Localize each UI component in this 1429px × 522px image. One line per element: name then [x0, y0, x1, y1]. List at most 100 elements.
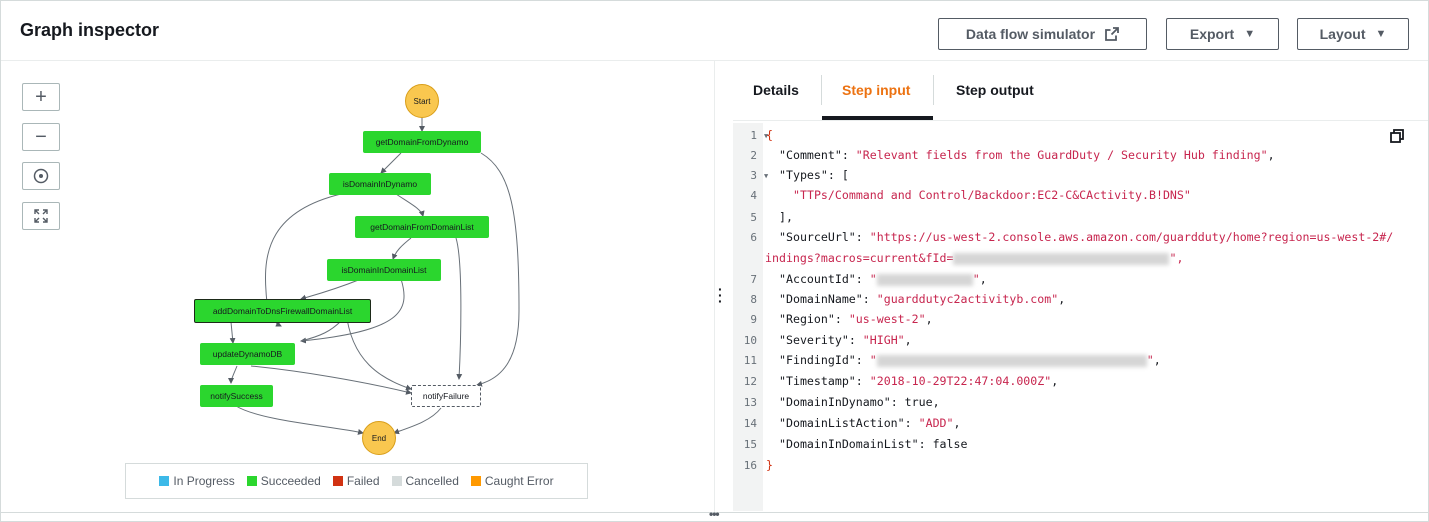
code-line: "AccountId": "", [779, 272, 987, 286]
tab-step-input[interactable]: Step input [842, 82, 911, 98]
failed-swatch [332, 476, 343, 486]
state-label: notifyFailure [422, 391, 470, 401]
layout-button[interactable]: Layout ▼ [1297, 18, 1409, 50]
line-number: 2 [750, 149, 757, 162]
data-flow-simulator-button[interactable]: Data flow simulator [938, 18, 1147, 50]
state-node-selected[interactable]: addDomainToDnsFirewallDomainList [194, 299, 371, 323]
line-number: 9 [750, 313, 757, 326]
line-number: 8 [750, 293, 757, 306]
tab-details[interactable]: Details [753, 82, 799, 98]
json-value: "2018-10-29T22:47:04.000Z" [869, 374, 1052, 388]
json-key: "Severity" [779, 333, 849, 347]
caret-down-icon: ▼ [1244, 28, 1256, 40]
state-node[interactable]: getDomainFromDomainList [355, 216, 489, 238]
center-graph-button[interactable] [22, 162, 60, 190]
detail-tabs [733, 61, 1428, 121]
state-node[interactable]: getDomainFromDynamo [363, 131, 481, 153]
state-label: addDomainToDnsFirewallDomainList [212, 306, 353, 316]
json-key: "Types" [779, 168, 828, 182]
state-label: updateDynamoDB [212, 349, 283, 359]
export-label: Export [1189, 26, 1235, 42]
code-line: "Severity": "HIGH", [779, 333, 912, 347]
caret-down-icon: ▼ [1375, 28, 1387, 40]
state-label: getDomainFromDynamo [375, 137, 469, 147]
line-number: 12 [743, 375, 757, 388]
json-value: "us-west-2" [848, 312, 926, 326]
zoom-out-button[interactable]: − [22, 123, 60, 151]
fold-arrow-icon[interactable]: ▼ [764, 172, 769, 180]
json-key: "Comment" [779, 148, 842, 162]
line-number: 16 [743, 459, 757, 472]
json-key: "AccountId" [779, 272, 856, 286]
json-key: "FindingId" [779, 353, 856, 367]
data-flow-simulator-label: Data flow simulator [965, 26, 1096, 42]
panel-header: Graph inspector Data flow simulator Expo… [1, 1, 1428, 61]
state-node[interactable]: isDomainInDomainList [327, 259, 441, 281]
json-key: "DomainInDomainList" [779, 437, 919, 451]
legend-caught-error: Caught Error [470, 474, 554, 488]
code-line: "DomainInDynamo": true, [779, 395, 940, 409]
json-value: "HIGH" [862, 333, 905, 347]
layout-label: Layout [1319, 26, 1366, 42]
code-line: "Region": "us-west-2", [779, 312, 933, 326]
tab-separator [821, 75, 822, 105]
start-node[interactable]: Start [405, 84, 439, 118]
step-input-code-editor[interactable]: 1 2 3 4 5 6 7 8 9 10 11 12 13 14 15 16 ▼… [733, 123, 1428, 511]
json-key: "Timestamp" [779, 374, 856, 388]
line-number: 14 [743, 417, 757, 430]
export-button[interactable]: Export ▼ [1166, 18, 1279, 50]
legend-label: Failed [346, 474, 380, 488]
end-node[interactable]: End [362, 421, 396, 455]
caught-error-swatch [470, 476, 481, 486]
legend-label: Succeeded [260, 474, 321, 488]
code-line: "DomainInDomainList": false [779, 437, 968, 451]
legend-cancelled: Cancelled [391, 474, 459, 488]
code-line: "Comment": "Relevant fields from the Gua… [779, 148, 1275, 162]
state-label: notifySuccess [210, 391, 263, 401]
code-line: indings?macros=current&fId=", [765, 251, 1183, 269]
line-number: 7 [750, 273, 757, 286]
json-value: "TTPs/Command and Control/Backdoor:EC2-C… [793, 188, 1191, 202]
json-value: "Relevant fields from the GuardDuty / Se… [855, 148, 1268, 162]
state-node[interactable]: isDomainInDynamo [329, 173, 431, 195]
code-line: { [766, 128, 773, 142]
state-label: isDomainInDomainList [341, 265, 427, 275]
json-key: "DomainListAction" [779, 416, 905, 430]
succeeded-swatch [246, 476, 257, 486]
external-link-icon [1105, 27, 1119, 41]
json-value: "https://us-west-2.console.aws.amazon.co… [869, 230, 1394, 244]
minus-icon: − [35, 125, 47, 148]
legend-label: Caught Error [484, 474, 554, 488]
target-icon [33, 168, 49, 184]
vertical-resize-handle[interactable]: ··· [718, 281, 723, 309]
code-line: "DomainName": "guarddutyc2activityb.com"… [779, 292, 1066, 306]
graph-pane: + − [1, 61, 714, 512]
code-line: "Timestamp": "2018-10-29T22:47:04.000Z", [779, 374, 1059, 388]
copy-icon[interactable] [1390, 129, 1404, 143]
line-number: 4 [750, 189, 757, 202]
state-node[interactable]: updateDynamoDB [200, 343, 295, 365]
json-value: "ADD" [918, 416, 954, 430]
fit-to-screen-button[interactable] [22, 202, 60, 230]
line-number: 15 [743, 438, 757, 451]
line-number: 1 [750, 129, 757, 142]
json-key: "DomainInDynamo" [779, 395, 891, 409]
legend-label: In Progress [173, 474, 235, 488]
fold-arrow-icon[interactable]: ▼ [764, 132, 769, 140]
zoom-in-button[interactable]: + [22, 83, 60, 111]
redacted-text [876, 354, 1147, 367]
tab-step-output[interactable]: Step output [956, 82, 1034, 98]
plus-icon: + [35, 85, 47, 108]
horizontal-resize-handle[interactable]: ••• [709, 507, 720, 521]
page-title: Graph inspector [20, 20, 160, 40]
json-punct: : [ [827, 168, 849, 182]
state-node[interactable]: notifySuccess [200, 385, 273, 407]
legend-in-progress: In Progress [159, 474, 235, 488]
legend-succeeded: Succeeded [246, 474, 321, 488]
end-label: End [371, 433, 387, 443]
json-value: ", [1169, 251, 1184, 265]
state-node-not-run[interactable]: notifyFailure [411, 385, 481, 407]
state-label: isDomainInDynamo [342, 179, 418, 189]
code-line: "DomainListAction": "ADD", [779, 416, 961, 430]
